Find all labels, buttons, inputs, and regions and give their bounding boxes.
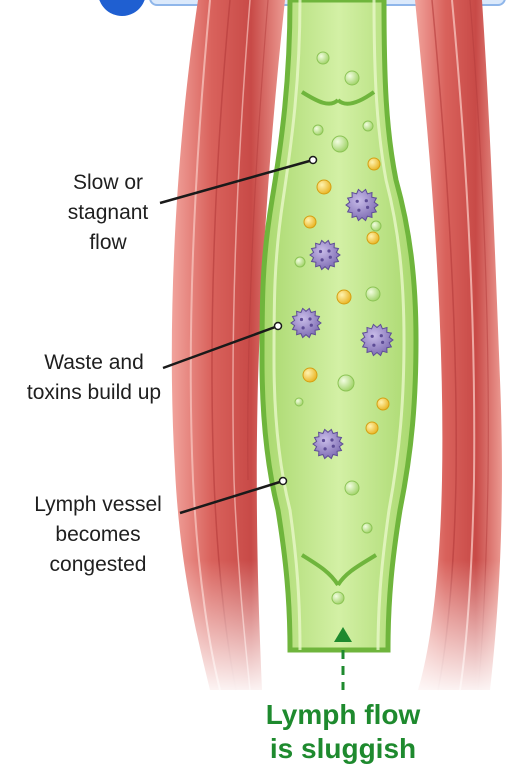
label-line: Lymph vessel — [18, 490, 178, 520]
label-slow-stagnant-flow: Slow or stagnant flow — [38, 168, 178, 258]
lymph-vessel — [262, 0, 416, 650]
cell-granule — [330, 438, 333, 441]
bubble-icon — [345, 71, 359, 85]
yellow-particle-icon — [377, 398, 389, 410]
label-waste-toxins: Waste and toxins build up — [6, 348, 182, 408]
cell-granule — [366, 206, 369, 209]
yellow-particle-icon — [368, 158, 380, 170]
yellow-particle-icon — [303, 368, 317, 382]
caption-lymph-flow-sluggish: Lymph flow is sluggish — [228, 698, 458, 766]
bubble-icon — [345, 481, 359, 495]
label-line: toxins build up — [6, 378, 182, 408]
label-line: becomes — [18, 520, 178, 550]
label-line: Waste and — [6, 348, 182, 378]
cell-granule — [300, 318, 303, 321]
bubble-icon — [362, 523, 372, 533]
label-line: congested — [18, 550, 178, 580]
cell-granule — [302, 326, 305, 329]
cell-granule — [327, 249, 330, 252]
yellow-particle-icon — [337, 290, 351, 304]
label-line: Slow or — [38, 168, 178, 198]
bubble-icon — [332, 592, 344, 604]
bubble-icon — [295, 398, 303, 406]
bubble-icon — [313, 125, 323, 135]
cell-granule — [381, 341, 384, 344]
label-line: flow — [38, 228, 178, 258]
bubble-icon — [338, 375, 354, 391]
cell-granule — [319, 250, 322, 253]
cell-granule — [380, 334, 383, 337]
caption-line: Lymph flow — [228, 698, 458, 732]
cell-granule — [372, 344, 375, 347]
bubble-icon — [317, 52, 329, 64]
bubble-icon — [366, 287, 380, 301]
cell-granule — [324, 447, 327, 450]
cell-granule — [322, 439, 325, 442]
cell-granule — [365, 199, 368, 202]
label-vessel-congested: Lymph vessel becomes congested — [18, 490, 178, 580]
caption-line: is sluggish — [228, 732, 458, 766]
cell-granule — [308, 317, 311, 320]
yellow-particle-icon — [304, 216, 316, 228]
yellow-particle-icon — [317, 180, 331, 194]
cell-granule — [310, 324, 313, 327]
label-line: stagnant — [38, 198, 178, 228]
bubble-icon — [363, 121, 373, 131]
cell-granule — [329, 256, 332, 259]
cell-granule — [321, 258, 324, 261]
bubble-icon — [295, 257, 305, 267]
yellow-particle-icon — [367, 232, 379, 244]
bubble-icon — [371, 221, 381, 231]
cell-granule — [356, 200, 359, 203]
cell-granule — [332, 445, 335, 448]
bubble-icon — [332, 136, 348, 152]
cell-granule — [357, 209, 360, 212]
yellow-particle-icon — [366, 422, 378, 434]
cell-granule — [371, 335, 374, 338]
